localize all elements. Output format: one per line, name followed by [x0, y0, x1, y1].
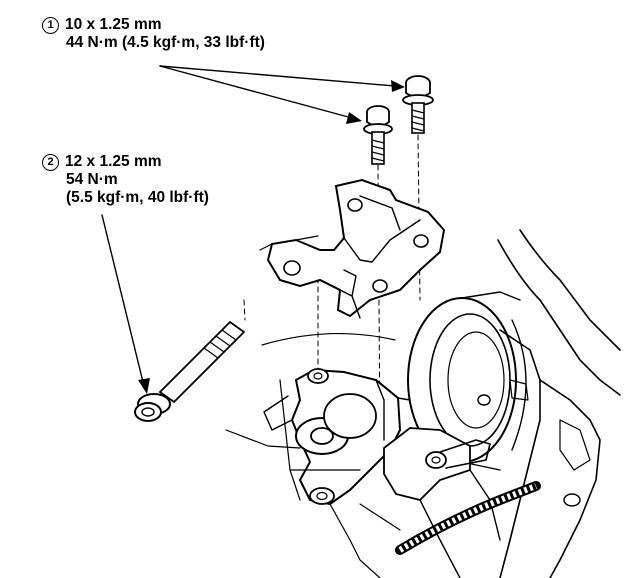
bolt-1b-icon: [363, 105, 393, 165]
long-bolt-2-icon: [134, 320, 246, 422]
callout-1: 1 10 x 1.25 mm 44 N·m (4.5 kgf·m, 33 lbf·…: [42, 16, 265, 52]
callout-2-torque-line-2: (5.5 kgf·m, 40 lbf·ft): [66, 189, 209, 206]
callout-2: 2 12 x 1.25 mm 54 N·m (5.5 kgf·m, 40 lbf·…: [42, 153, 209, 207]
callout-2-spec: 12 x 1.25 mm: [65, 153, 162, 170]
callout-2-torque-line-1: 54 N·m: [66, 171, 118, 188]
callout-1-leaders: [159, 65, 405, 124]
callout-2-number: 2: [42, 154, 59, 171]
hose-icon: [395, 481, 541, 555]
reference-arc: [261, 332, 396, 346]
mount-bracket-icon: [259, 178, 446, 319]
callout-1-number: 1: [42, 17, 59, 34]
subframe-lines: [225, 379, 401, 578]
callout-1-torque: 44 N·m (4.5 kgf·m, 33 lbf·ft): [66, 34, 265, 51]
engine-block-icon: [419, 229, 621, 578]
callout-2-leader: [101, 214, 150, 394]
bolt-1a-icon: [402, 75, 434, 134]
callout-1-spec: 10 x 1.25 mm: [65, 16, 162, 33]
hose-fitting-icon: [383, 427, 491, 501]
